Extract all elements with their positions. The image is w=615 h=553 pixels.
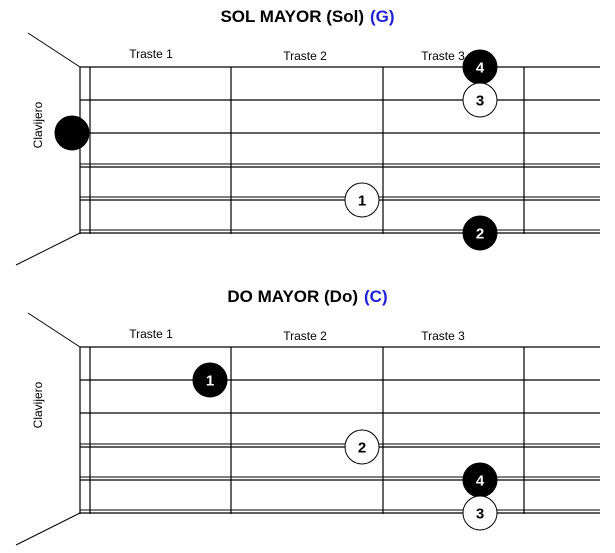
nut-label: Clavijero [31,381,45,428]
headstock-line [15,232,81,266]
finger-number: 3 [476,506,484,523]
finger-dot: 4 [462,49,498,85]
finger-number: 3 [476,93,484,110]
finger-dots: 4 3 1 2 [54,49,498,251]
finger-dot [54,115,90,151]
chord-title: SOL MAYOR (Sol) (G) [0,7,615,27]
fret-label-3: Traste 3 [421,49,465,63]
finger-dot: 1 [192,362,228,398]
nut-label: Clavijero [31,101,45,148]
fret-label-2: Traste 2 [283,329,327,343]
chord-symbol: (C) [364,287,388,306]
fretboard: Traste 1 Traste 2 Traste 3 Clavijero 4 3 1… [15,32,600,266]
headstock-line [27,312,81,348]
fret-label-3: Traste 3 [421,329,465,343]
chord-symbol: (G) [370,7,395,26]
finger-dots: 1 2 4 3 [192,362,498,531]
finger-number: 1 [358,193,366,210]
finger-dot-circle [54,115,90,151]
chord-name: SOL MAYOR (Sol) [220,7,365,26]
finger-dot-circle [192,362,228,398]
strings-and-frets [15,32,600,266]
chord-title: DO MAYOR (Do) (C) [0,287,615,307]
finger-dot-circle [462,495,498,531]
finger-number: 2 [476,226,484,243]
finger-dot: 3 [462,495,498,531]
chord-diagram-sol: SOL MAYOR (Sol) (G) Traste 1 Traste 2 Tra… [0,0,615,270]
chord-name: DO MAYOR (Do) [227,287,359,306]
finger-number: 4 [476,60,485,77]
finger-dot-circle [344,182,380,218]
finger-dot-circle [462,82,498,118]
chord-diagram-do: DO MAYOR (Do) (C) Traste 1 Traste 2 Trast… [0,280,615,550]
finger-number: 4 [476,473,485,490]
finger-dot-circle [462,215,498,251]
finger-number: 1 [206,373,214,390]
fret-label-1: Traste 1 [129,47,173,61]
fret-label-1: Traste 1 [129,327,173,341]
finger-number: 2 [358,440,366,457]
finger-dot: 2 [344,429,380,465]
fretboard: Traste 1 Traste 2 Traste 3 Clavijero 1 2 4… [15,312,600,546]
strings-and-frets [15,312,600,546]
finger-dot: 1 [344,182,380,218]
finger-dot: 4 [462,462,498,498]
finger-dot: 3 [462,82,498,118]
finger-dot: 2 [462,215,498,251]
headstock-line [27,32,81,68]
fret-label-2: Traste 2 [283,49,327,63]
headstock-line [15,512,81,546]
finger-dot-circle [344,429,380,465]
